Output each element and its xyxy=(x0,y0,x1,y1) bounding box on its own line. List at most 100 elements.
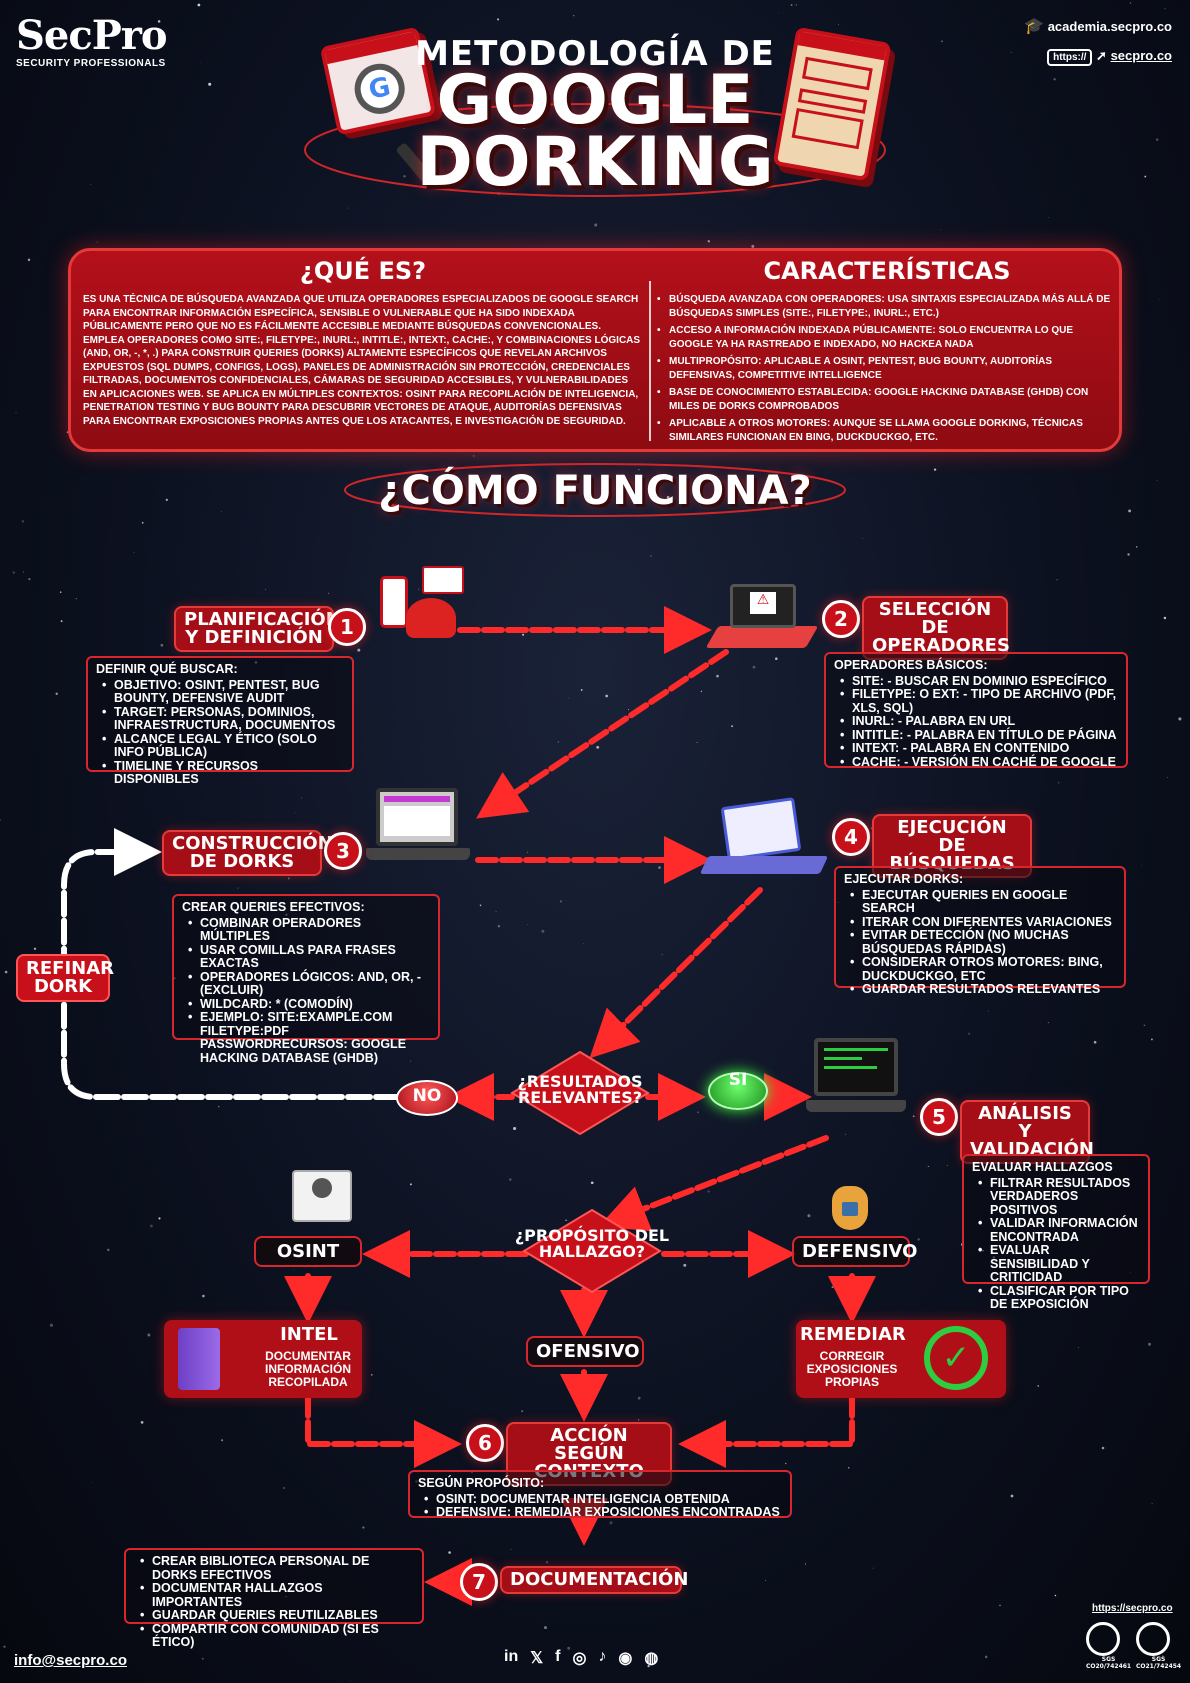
search-execution-illustration xyxy=(699,796,829,888)
list-item: OBJETIVO: OSINT, PENTEST, BUG BOUNTY, DE… xyxy=(96,678,344,706)
arrow-remediar-6 xyxy=(678,1395,855,1468)
list-item: WILDCARD: * (COMODÍN) xyxy=(182,997,430,1012)
step3-box-title: CREAR QUERIES EFECTIVOS: xyxy=(182,900,365,914)
cert2-code: CO21/742454 xyxy=(1136,1663,1182,1670)
planning-illustration xyxy=(372,566,468,652)
caracteristica-item: MULTIPROPÓSITO: APLICABLE A OSINT, PENTE… xyxy=(657,355,1117,382)
caracteristica-item: APLICABLE A OTROS MOTORES: AUNQUE SE LLA… xyxy=(657,417,1117,444)
step6-box: SEGÚN PROPÓSITO: OSINT: DOCUMENTAR INTEL… xyxy=(408,1470,792,1520)
instagram-icon[interactable]: ◎ xyxy=(572,1650,587,1667)
lock-shield-icon xyxy=(828,1186,872,1234)
logo-text: SecPro xyxy=(16,12,168,59)
step1-label: PLANIFICACIÓN Y DEFINICIÓN xyxy=(174,606,341,652)
remediar-panel: REMEDIAR CORREGIR EXPOSICIONES PROPIAS ✓ xyxy=(796,1320,1006,1398)
step1-box: DEFINIR QUÉ BUSCAR: OBJETIVO: OSINT, PEN… xyxy=(86,656,354,786)
linkedin-icon[interactable]: in xyxy=(504,1648,519,1665)
title-line-1: METODOLOGÍA DE xyxy=(415,34,775,74)
step3-list: COMBINAR OPERADORES MÚLTIPLES USAR COMIL… xyxy=(182,916,430,1066)
title-line-2: GOOGLE xyxy=(436,61,754,140)
certification-2: SGS CO21/742454 xyxy=(1136,1622,1181,1670)
no-button-shape xyxy=(396,1080,458,1116)
defensivo-branch: DEFENSIVO xyxy=(792,1236,917,1267)
site-link[interactable]: https:// ➚ secpro.co xyxy=(1024,48,1172,66)
step6-number: 6 xyxy=(466,1424,504,1462)
facebook-icon[interactable]: f xyxy=(555,1648,561,1665)
intel-panel: INTEL DOCUMENTAR INFORMACIÓN RECOPILADA xyxy=(164,1320,362,1398)
academia-link-text: academia.secpro.co xyxy=(1047,19,1172,34)
cert1-label: SGS xyxy=(1101,1656,1116,1663)
proposito-diamond xyxy=(522,1208,662,1294)
step5-box: EVALUAR HALLAZGOS FILTRAR RESULTADOS VER… xyxy=(962,1154,1150,1311)
secpro-logo: SecPro SECURITY PROFESSIONALS xyxy=(16,12,168,70)
list-item: COMBINAR OPERADORES MÚLTIPLES xyxy=(182,916,430,944)
step7-number: 7 xyxy=(460,1563,498,1601)
arrow-5-proposito xyxy=(598,1135,829,1232)
resultados-diamond xyxy=(510,1050,650,1136)
checkmark-icon: ✓ xyxy=(924,1326,988,1390)
list-item: CLASIFICAR POR TIPO DE EXPOSICIÓN xyxy=(972,1284,1140,1312)
list-item: VALIDAR INFORMACIÓN ENCONTRADA xyxy=(972,1216,1140,1244)
title-line-3: DORKING xyxy=(416,123,774,202)
step1-list: OBJETIVO: OSINT, PENTEST, BUG BOUNTY, DE… xyxy=(96,678,344,787)
que-es-section: ¿QUÉ ES? ES UNA TÉCNICA DE BÚSQUEDA AVAN… xyxy=(83,257,643,428)
step7-label: DOCUMENTACIÓN xyxy=(500,1566,688,1594)
step7-list: CREAR BIBLIOTECA PERSONAL DE DORKS EFECT… xyxy=(134,1554,414,1650)
step5-number: 5 xyxy=(920,1098,958,1136)
cert1-code: CO20/742461 xyxy=(1086,1663,1132,1670)
list-item: GUARDAR QUERIES REUTILIZABLES xyxy=(134,1608,414,1623)
step6-list: OSINT: DOCUMENTAR INTELIGENCIA OBTENIDA … xyxy=(418,1492,782,1520)
contact-email[interactable]: info@secpro.co xyxy=(14,1652,127,1669)
info-box: ¿QUÉ ES? ES UNA TÉCNICA DE BÚSQUEDA AVAN… xyxy=(68,248,1122,452)
step2-label: SELECCIÓN DE OPERADORES xyxy=(862,596,1010,660)
arrow-intel-6 xyxy=(305,1395,462,1468)
arrow-2-3 xyxy=(476,649,729,819)
list-item: DEFENSIVE: REMEDIAR EXPOSICIONES ENCONTR… xyxy=(418,1505,782,1520)
list-item: CONSIDERAR OTROS MOTORES: BING, DUCKDUCK… xyxy=(844,955,1116,983)
step3-number: 3 xyxy=(324,832,362,870)
remediar-subtitle: CORREGIR EXPOSICIONES PROPIAS xyxy=(806,1349,898,1389)
step2-box-title: OPERADORES BÁSICOS: xyxy=(834,658,988,672)
que-es-text: ES UNA TÉCNICA DE BÚSQUEDA AVANZADA QUE … xyxy=(83,294,641,427)
laptop-illustration xyxy=(366,784,470,870)
caracteristica-item: BASE DE CONOCIMIENTO ESTABLECIDA: GOOGLE… xyxy=(657,386,1117,413)
social-links: in 𝕏 f ◎ ♪ ◉ ◍ xyxy=(504,1648,658,1668)
osint-person-icon xyxy=(292,1170,352,1222)
https-badge: https:// xyxy=(1047,49,1093,66)
caracteristicas-heading: CARACTERÍSTICAS xyxy=(763,257,1011,285)
cursor-icon: ➚ xyxy=(1096,48,1107,63)
twitch-icon[interactable]: ◉ xyxy=(618,1650,633,1667)
list-item: CREAR BIBLIOTECA PERSONAL DE DORKS EFECT… xyxy=(134,1554,414,1582)
step3-box: CREAR QUERIES EFECTIVOS: COMBINAR OPERAD… xyxy=(172,894,440,1064)
x-twitter-icon[interactable]: 𝕏 xyxy=(530,1650,544,1667)
si-label: SI xyxy=(728,1070,748,1090)
list-item: ALCANCE LEGAL Y ÉTICO (SOLO INFO PÚBLICA… xyxy=(96,732,344,760)
intel-title: INTEL xyxy=(280,1324,338,1345)
list-item: EJECUTAR QUERIES EN GOOGLE SEARCH xyxy=(844,888,1116,916)
list-item: INTEXT: - PALABRA EN CONTENIDO xyxy=(834,741,1118,756)
logo-subtitle: SECURITY PROFESSIONALS xyxy=(16,58,166,69)
como-funciona-heading: ¿CÓMO FUNCIONA? xyxy=(378,468,812,514)
list-item: FILTRAR RESULTADOS VERDADEROS POSITIVOS xyxy=(972,1176,1140,1218)
top-links: 🎓 academia.secpro.co https:// ➚ secpro.c… xyxy=(1024,16,1172,76)
step4-list: EJECUTAR QUERIES EN GOOGLE SEARCH ITERAR… xyxy=(844,888,1116,997)
footer-url[interactable]: https://secpro.co xyxy=(1092,1603,1173,1614)
refinar-dork-tag: REFINAR DORK xyxy=(16,954,114,1002)
list-item: COMPARTIR CON COMUNIDAD (SI ES ÉTICO) xyxy=(134,1622,414,1650)
step6-box-title: SEGÚN PROPÓSITO: xyxy=(418,1476,545,1490)
academia-link[interactable]: 🎓 academia.secpro.co xyxy=(1024,16,1172,36)
step7-box: CREAR BIBLIOTECA PERSONAL DE DORKS EFECT… xyxy=(124,1548,424,1649)
list-item: FILETYPE: O EXT: - TIPO DE ARCHIVO (PDF,… xyxy=(834,687,1118,715)
tiktok-icon[interactable]: ♪ xyxy=(598,1648,607,1665)
step3-label: CONSTRUCCIÓN DE DORKS xyxy=(162,830,333,876)
caracteristicas-section: CARACTERÍSTICAS BÚSQUEDA AVANZADA CON OP… xyxy=(657,257,1117,448)
step5-box-title: EVALUAR HALLAZGOS xyxy=(972,1160,1113,1174)
step4-box-title: EJECUTAR DORKS: xyxy=(844,872,964,886)
list-item: CACHE: - VERSIÓN EN CACHÉ DE GOOGLE xyxy=(834,755,1118,770)
list-item: TIMELINE Y RECURSOS DISPONIBLES xyxy=(96,759,344,787)
resultados-question: ¿RESULTADOS RELEVANTES? xyxy=(517,1072,643,1107)
terminal-laptop-illustration xyxy=(806,1038,906,1120)
list-item: EJEMPLO: SITE:EXAMPLE.COM FILETYPE:PDF P… xyxy=(182,1010,430,1065)
github-icon[interactable]: ◍ xyxy=(644,1650,659,1667)
no-label: NO xyxy=(412,1086,442,1106)
